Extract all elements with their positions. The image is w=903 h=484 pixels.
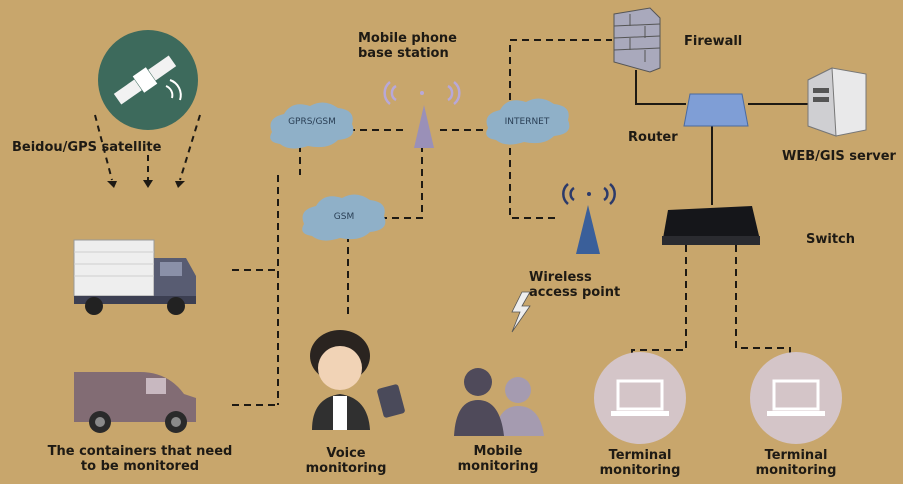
firewall-icon: [613, 7, 661, 73]
solid-lines: [635, 70, 808, 205]
switch-label: Switch: [806, 232, 856, 247]
truck-icon: [73, 239, 196, 315]
line-internet-to-ap: [509, 148, 560, 219]
terminal-monitoring-label-1: Terminal monitoring: [599, 448, 681, 478]
containers-label: The containers that need to be monitored: [47, 444, 233, 474]
wireless-ap-label: Wireless access point: [529, 270, 621, 300]
satellite-arrows: [94, 114, 201, 181]
cloud-gprs-gsm-label: GPRS/GSM: [288, 117, 336, 127]
mobile-monitoring-label: Mobile monitoring: [457, 444, 539, 474]
terminal-monitoring-icon-2: [750, 352, 842, 444]
voice-monitoring-label: Voice monitoring: [305, 446, 387, 476]
mobile-monitoring-icon: [454, 368, 544, 436]
line-firewall-router: [635, 70, 686, 105]
cloud-gsm-label: GSM: [334, 212, 354, 222]
base-station-icon: [383, 81, 461, 148]
base-station-label: Mobile phone base station: [358, 31, 457, 61]
voice-monitoring-icon: [310, 330, 405, 430]
server-icon: [807, 67, 867, 137]
line-switch-right: [735, 245, 791, 360]
server-label: WEB/GIS server: [782, 149, 896, 164]
cloud-internet: INTERNET: [486, 98, 570, 145]
satellite-icon: [98, 30, 198, 130]
firewall-label: Firewall: [684, 34, 743, 49]
switch-icon: [662, 206, 760, 245]
router-icon: [683, 93, 749, 127]
satellite-label: Beidou/GPS satellite: [12, 140, 162, 155]
wireless-ap-icon: [511, 183, 616, 333]
terminal-monitoring-icon-1: [594, 352, 686, 444]
terminal-monitoring-label-2: Terminal monitoring: [755, 448, 837, 478]
cloud-gsm: GSM: [302, 194, 386, 241]
van-icon: [74, 372, 196, 433]
router-label: Router: [628, 130, 678, 145]
line-switch-left: [631, 245, 687, 360]
cloud-internet-label: INTERNET: [505, 117, 550, 127]
line-internet-to-firewall: [509, 39, 612, 112]
line-antenna-to-gsm: [380, 145, 423, 219]
cloud-gprs-gsm: GPRS/GSM: [270, 102, 354, 149]
arrow-heads: [107, 180, 185, 188]
